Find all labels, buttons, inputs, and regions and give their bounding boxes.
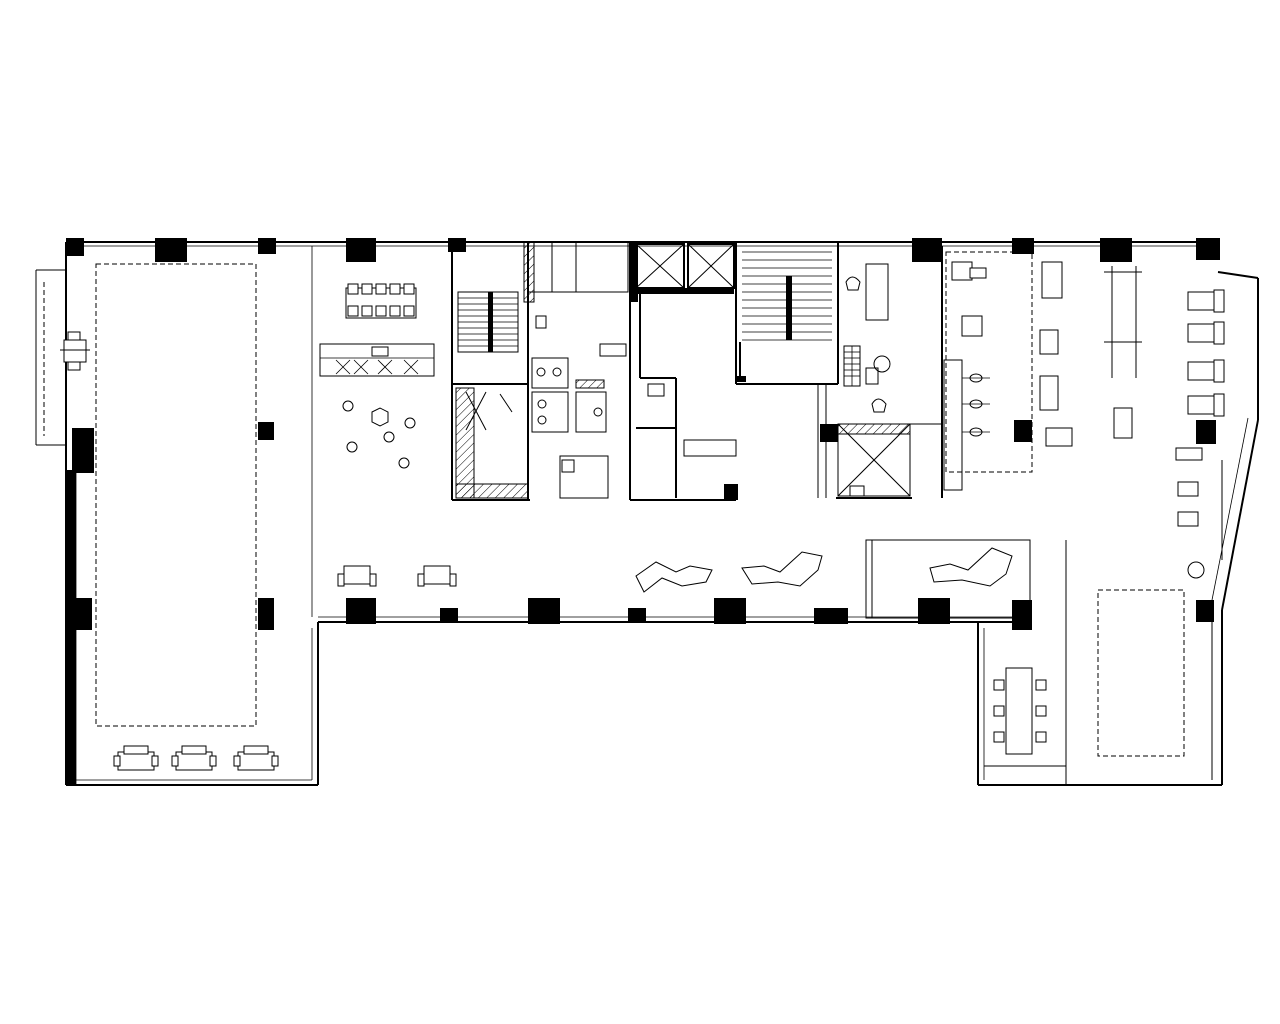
lounge-room	[838, 263, 942, 425]
lounge-strip	[337, 539, 1067, 785]
pool-room	[1097, 589, 1213, 780]
rig-frame	[1104, 266, 1142, 378]
lounge-chairs-left	[113, 745, 279, 771]
meeting-room	[984, 667, 1066, 767]
structural-columns	[66, 238, 1220, 630]
balcony-chair	[60, 331, 90, 371]
armchairs	[337, 565, 457, 587]
cafe-tables	[342, 400, 416, 469]
treadmills	[1187, 289, 1225, 417]
chaise-lounges	[635, 547, 1013, 593]
core	[451, 241, 912, 501]
dining-table	[345, 283, 417, 319]
kitchen-counter	[319, 343, 435, 377]
outer-walls	[35, 241, 1259, 786]
bikes	[1175, 447, 1203, 527]
gym-area	[941, 246, 1225, 579]
left-hall	[95, 246, 313, 727]
weight-machines	[951, 261, 1133, 447]
